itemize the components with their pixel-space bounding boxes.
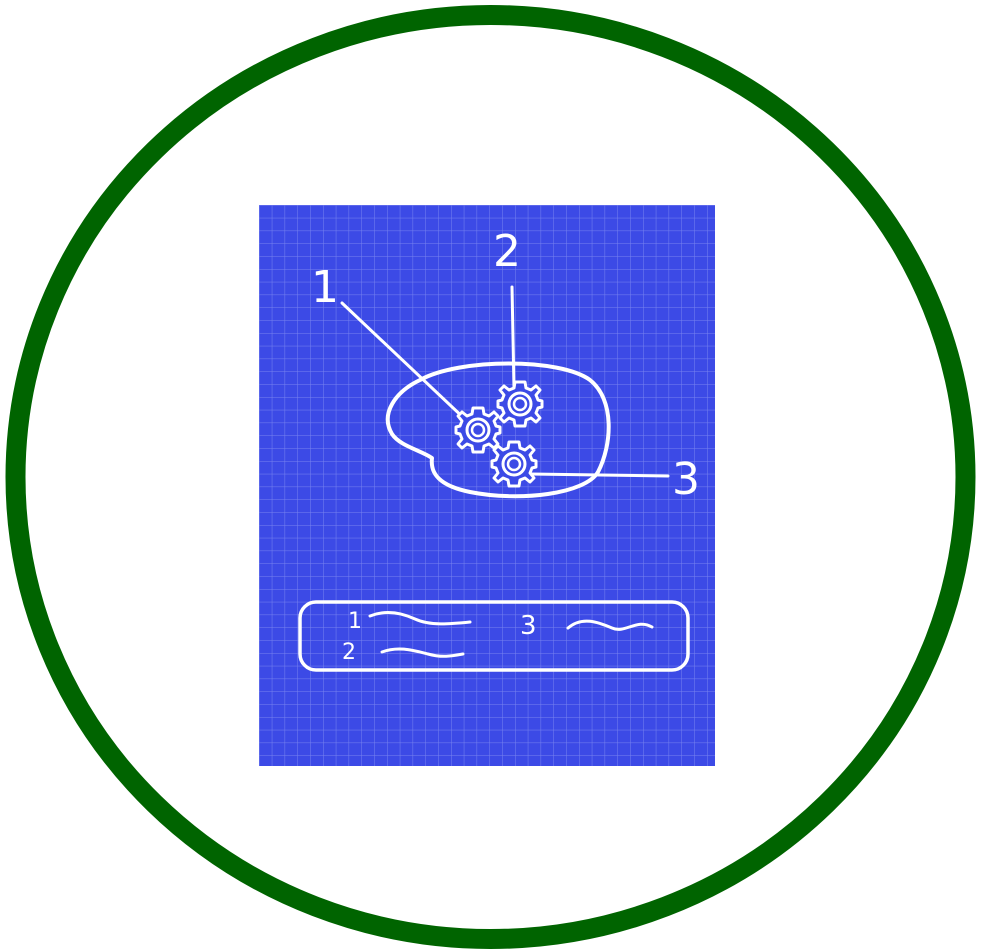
callout-label-2: 2 [493,226,521,277]
callout-label-1: 1 [311,262,339,313]
gear-icon [492,442,536,486]
callout-label-3: 3 [672,454,700,505]
leader-line-3 [530,474,668,476]
legend-label-2: 2 [342,640,356,665]
gear-icon [498,382,542,426]
legend-label-1: 1 [348,609,362,634]
legend-label-3: 3 [520,611,537,641]
gear-icon [456,408,500,452]
leader-line-2 [512,287,514,388]
